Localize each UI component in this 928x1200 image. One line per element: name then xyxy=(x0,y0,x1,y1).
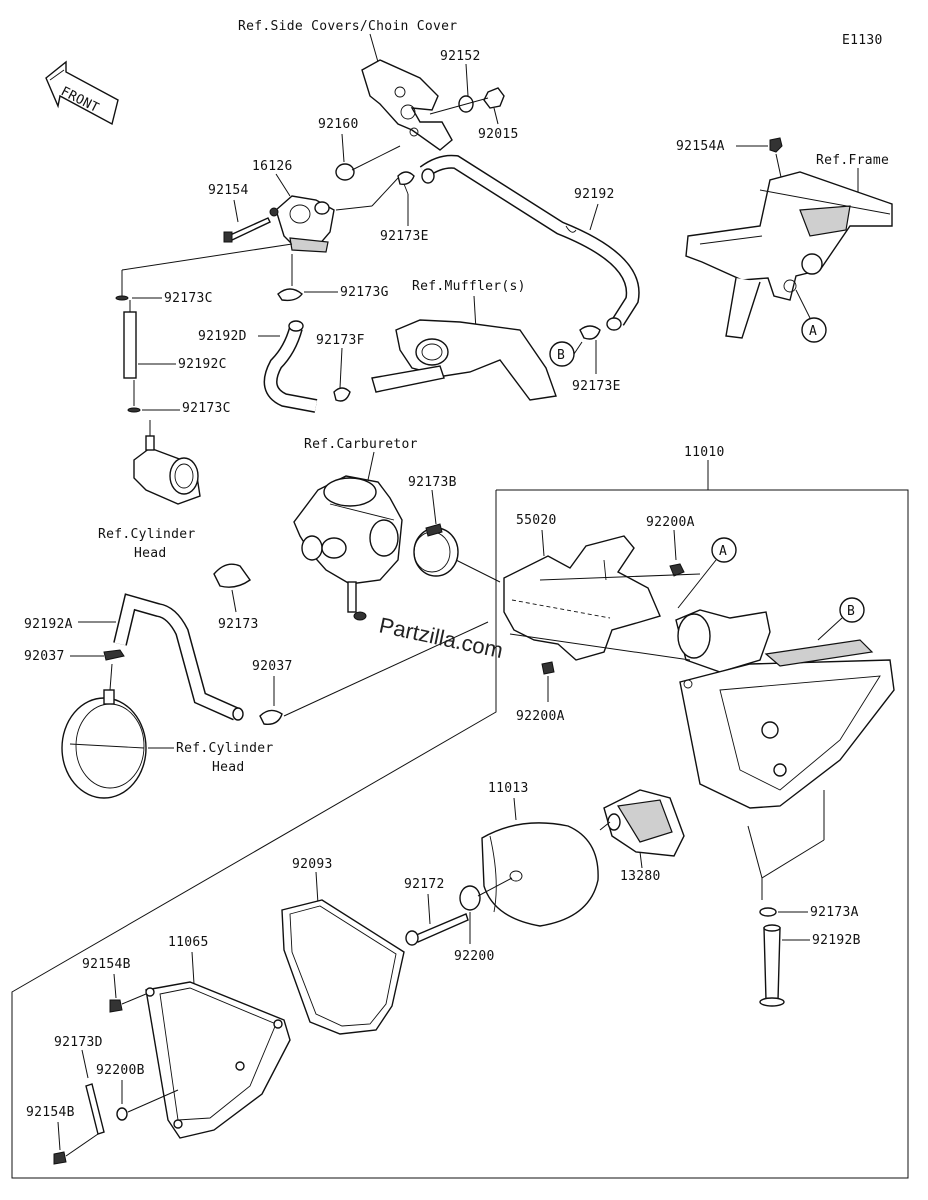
part-92173C-2: 92173C xyxy=(182,401,231,416)
valve-16126 xyxy=(269,195,335,253)
svg-text:A: A xyxy=(719,544,727,559)
bolt-92154B-top xyxy=(109,999,123,1013)
air-cover-11065 xyxy=(145,981,291,1139)
part-92173B: 92173B xyxy=(408,475,457,490)
diagram-code: E1130 xyxy=(842,33,883,48)
part-92192D: 92192D xyxy=(198,329,247,344)
carburetor-part xyxy=(293,475,403,621)
ref-side-covers: Ref.Side Covers/Choin Cover xyxy=(238,19,457,34)
cylinder-head-cover xyxy=(61,689,147,799)
muffler-part xyxy=(371,319,557,401)
ref-cyl-head-2: Ref.Cylinder xyxy=(176,741,274,756)
ref-carburetor: Ref.Carburetor xyxy=(304,437,418,452)
part-92192C: 92192C xyxy=(178,357,227,372)
front-arrow: FRONT xyxy=(45,60,119,126)
part-92173E-1: 92173E xyxy=(380,229,429,244)
nut-92200A-bottom xyxy=(541,661,555,675)
nut-92015 xyxy=(483,87,505,109)
part-92192: 92192 xyxy=(574,187,615,202)
part-92037-2: 92037 xyxy=(252,659,293,674)
part-92152: 92152 xyxy=(440,49,481,64)
strap-92173D xyxy=(85,1083,105,1135)
part-92154B-1: 92154B xyxy=(82,957,131,972)
part-92173F: 92173F xyxy=(316,333,365,348)
ref-cyl-head-1: Ref.Cylinder xyxy=(98,527,196,542)
watermark: Partzilla.com xyxy=(377,612,505,663)
part-92200: 92200 xyxy=(454,949,495,964)
hose-92192C xyxy=(123,311,137,379)
bracket-part xyxy=(361,59,453,151)
part-92154B-2: 92154B xyxy=(26,1105,75,1120)
part-92173D: 92173D xyxy=(54,1035,103,1050)
frame-section xyxy=(685,171,893,339)
element-13280 xyxy=(603,789,685,857)
gasket-92093 xyxy=(281,899,405,1035)
callout-A-box xyxy=(711,537,737,563)
drain-92192B xyxy=(763,927,781,1001)
washer-92200B xyxy=(116,1107,128,1121)
part-92093: 92093 xyxy=(292,857,333,872)
washer-92200 xyxy=(459,885,481,911)
clip-92173G xyxy=(277,288,303,302)
part-11065: 11065 xyxy=(168,935,209,950)
bolt-92172 xyxy=(412,913,469,943)
part-92015: 92015 xyxy=(478,127,519,142)
ref-cyl-head-2b: Head xyxy=(212,760,245,775)
part-92154: 92154 xyxy=(208,183,249,198)
clip-92037-right xyxy=(259,709,283,725)
air-box-housing xyxy=(675,609,895,809)
part-92192A: 92192A xyxy=(24,617,73,632)
ref-muffler: Ref.Muffler(s) xyxy=(412,279,526,294)
ref-cyl-head-1b: Head xyxy=(134,546,167,561)
heat-shield-55020 xyxy=(503,535,661,661)
part-92172: 92172 xyxy=(404,877,445,892)
callout-B-box xyxy=(839,597,865,623)
part-92173C-1: 92173C xyxy=(164,291,213,306)
part-92192B: 92192B xyxy=(812,933,861,948)
part-92037-1: 92037 xyxy=(24,649,65,664)
nut-92200A-top xyxy=(669,563,685,577)
clip-92173F xyxy=(333,387,351,402)
clip-92173E-bottom xyxy=(579,325,601,340)
hose-92192D xyxy=(288,320,304,332)
assembly-box-11010 xyxy=(11,489,909,1179)
clip-92173 xyxy=(213,563,251,588)
air-filter-11013 xyxy=(481,822,599,927)
ref-frame: Ref.Frame xyxy=(816,153,889,168)
part-92200A-1: 92200A xyxy=(646,515,695,530)
bolt-92154 xyxy=(226,217,271,241)
part-92200A-2: 92200A xyxy=(516,709,565,724)
part-92160: 92160 xyxy=(318,117,359,132)
part-11010: 11010 xyxy=(684,445,725,460)
part-92200B: 92200B xyxy=(96,1063,145,1078)
clamp-92173B xyxy=(413,527,459,577)
cylinder-head-intake xyxy=(133,435,201,505)
part-92154A: 92154A xyxy=(676,139,725,154)
clip-92037-left xyxy=(103,649,125,661)
bolt-92154B-bottom xyxy=(53,1151,67,1165)
svg-text:B: B xyxy=(847,604,855,619)
part-92173E-2: 92173E xyxy=(572,379,621,394)
callout-A-top xyxy=(801,317,827,343)
clip-92173E-top xyxy=(397,171,415,186)
grommet-92160 xyxy=(335,163,355,181)
bolt-92154A xyxy=(769,137,783,153)
part-13280: 13280 xyxy=(620,869,661,884)
part-92173: 92173 xyxy=(218,617,259,632)
part-11013: 11013 xyxy=(488,781,529,796)
part-92173A: 92173A xyxy=(810,905,859,920)
svg-text:A: A xyxy=(809,324,817,339)
part-92173G: 92173G xyxy=(340,285,389,300)
svg-text:B: B xyxy=(557,348,565,363)
part-55020: 55020 xyxy=(516,513,557,528)
part-16126: 16126 xyxy=(252,159,293,174)
clip-92173A xyxy=(759,907,777,917)
